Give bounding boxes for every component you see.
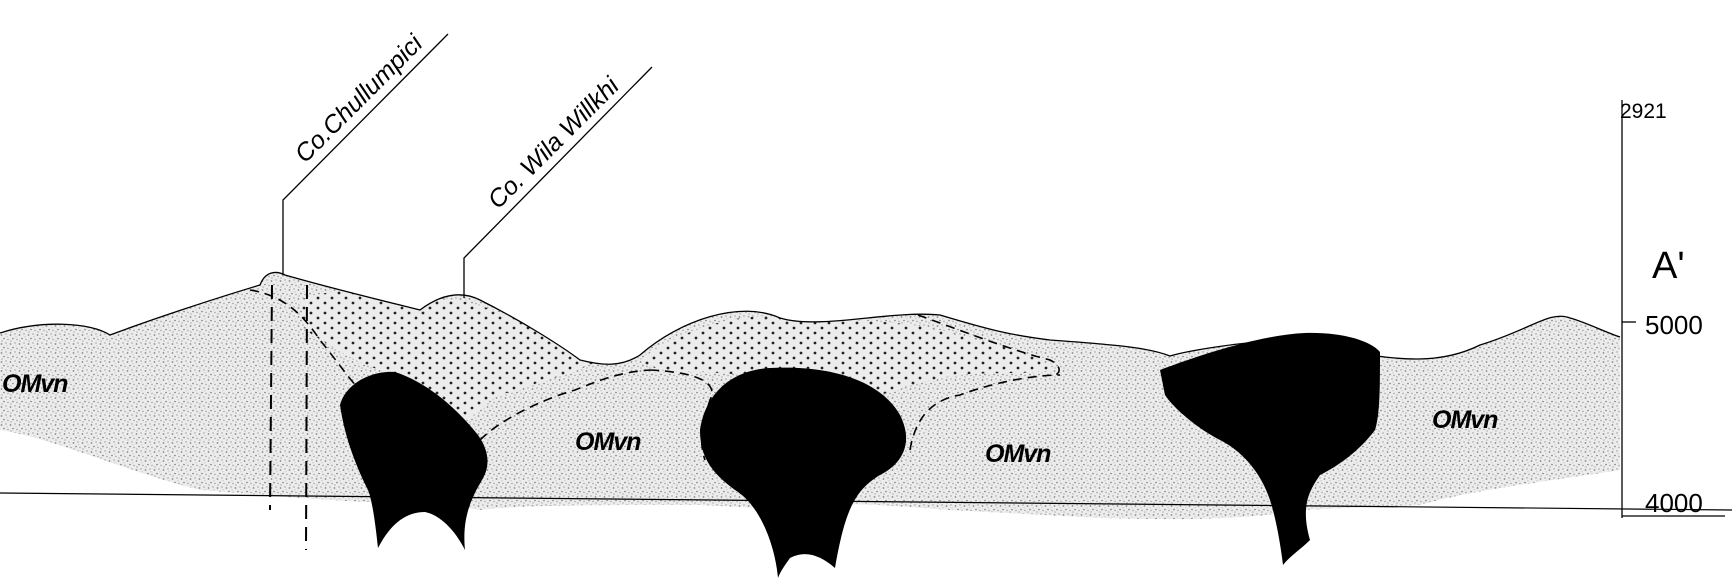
unit-label-center-east: OMvn: [985, 440, 1051, 468]
peak-label-chullumpici: Co.Chullumpici: [289, 29, 429, 169]
elevation-scale: 2921 A' 5000 4000: [1620, 100, 1725, 518]
peak-label-wila-willkhi: Co. Wila Willkhi: [482, 71, 625, 214]
peak-leaders: [283, 34, 652, 298]
scale-top-label: 2921: [1620, 100, 1667, 123]
elevation-label-4000: 4000: [1645, 488, 1703, 518]
unit-label-center-west: OMvn: [575, 428, 641, 456]
section-end-label: A': [1652, 245, 1685, 287]
intrusive-body-2: [700, 368, 906, 578]
leader-wila-willkhi: [464, 67, 652, 298]
unit-label-east: OMvn: [1432, 406, 1498, 434]
unit-label-west: OMvn: [2, 370, 68, 398]
elevation-label-5000: 5000: [1645, 310, 1703, 340]
